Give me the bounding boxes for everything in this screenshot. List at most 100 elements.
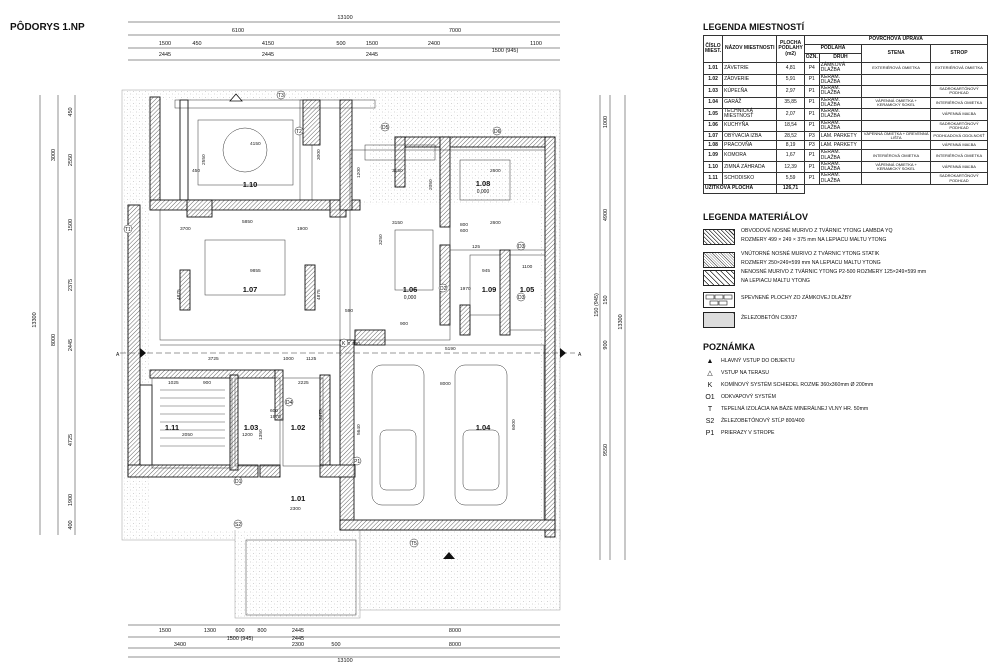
- room-label-1-01: 1.01: [291, 494, 306, 503]
- dim-top-12: 2445: [262, 52, 274, 58]
- idim-4: 3150: [392, 168, 403, 174]
- idim-24: 5640: [356, 424, 362, 435]
- dim-bot-9: 2300: [292, 642, 304, 648]
- dim-bot-7: 3400: [174, 642, 186, 648]
- idim-13: 5850: [242, 219, 253, 225]
- idim-15: 4875: [176, 289, 182, 300]
- room-wall: [861, 73, 932, 86]
- dim-right-4: 150 (945): [594, 293, 600, 317]
- room-area: 35,85: [776, 96, 805, 109]
- idim-21: 2475: [318, 409, 324, 420]
- room-code: P1: [803, 172, 820, 185]
- note-symbol-icon: △: [707, 370, 713, 377]
- dim-top-6: 500: [336, 41, 345, 47]
- room-code: P1: [803, 160, 820, 174]
- room-level-1-06: 0,000: [404, 295, 417, 301]
- dim-right-2: 4900: [603, 209, 609, 221]
- note-item: ▲HLAVNÝ VSTUP DO OBJEKTU: [703, 356, 795, 367]
- idim-22: 5190: [445, 346, 456, 352]
- note-symbol-icon: P1: [705, 430, 715, 437]
- note-symbol-icon: K: [707, 382, 713, 389]
- plan-title: PÔDORYS 1.NP: [10, 22, 85, 33]
- dimension-lines: [39, 21, 626, 658]
- rooms-legend-title: LEGENDA MIESTNOSTÍ: [703, 22, 805, 32]
- idim-5: 2050: [428, 179, 434, 190]
- material-line1: SPEVNENÉ PLOCHY ZO ZÁMKOVEJ DLAŽBY: [741, 295, 852, 301]
- section-mark-right: A: [578, 352, 582, 358]
- col-name: NÁZOV MIESTNOSTI: [722, 35, 778, 63]
- idim-2: 450: [192, 168, 200, 174]
- material-line1: OBVODOVÉ NOSNÉ MURIVO Z TVÁRNIC YTONG LA…: [741, 228, 893, 234]
- idim-19: 1000: [283, 356, 294, 362]
- room-num: 1.01: [702, 62, 724, 75]
- room-type: LAM. PARKETY: [818, 140, 863, 151]
- dim-right-3: 150: [603, 295, 609, 304]
- room-code: P4: [803, 62, 820, 75]
- dim-left-10: 400: [68, 520, 74, 529]
- mark-d5: D5: [382, 125, 389, 131]
- room-name: TECHNICKÁ MIESTNOSŤ: [722, 108, 778, 121]
- idim-7: 1200: [356, 167, 362, 178]
- idim-16: 4875: [316, 289, 322, 300]
- dim-right-6: 9550: [603, 444, 609, 456]
- dim-left-6: 2375: [68, 279, 74, 291]
- dim-bot-8: 1500 (945): [227, 636, 254, 642]
- note-symbol-icon: ▲: [706, 358, 714, 365]
- material-swatch: [703, 229, 735, 245]
- idim-14: 9855: [250, 268, 261, 274]
- mark-t5: T5: [411, 541, 417, 547]
- idim-25: 6000: [511, 419, 517, 430]
- section-arrow-left-icon: [140, 348, 146, 358]
- room-name: GARÁŽ: [722, 96, 778, 109]
- room-label-1-08: 1.08: [476, 179, 491, 188]
- note-item: O1 ODKVAPOVÝ SYSTÉM: [703, 392, 776, 403]
- room-wall: [861, 140, 932, 151]
- idim-12: 3250: [378, 234, 384, 245]
- material-swatch: [703, 292, 735, 308]
- mark-d3: D3: [518, 295, 525, 301]
- mark-k: K: [342, 341, 346, 347]
- room-ceiling: SADROKARTÓNOVÝ PODHĽAD: [930, 85, 988, 98]
- material-item: SPEVNENÉ PLOCHY ZO ZÁMKOVEJ DLAŽBY: [703, 289, 988, 311]
- idim-9: 2600: [490, 220, 501, 226]
- section-mark-left: A: [116, 352, 120, 358]
- dim-left-7: 2445: [68, 339, 74, 351]
- terrace-entrance-icon: [229, 93, 243, 102]
- room-code: P1: [803, 119, 820, 132]
- col-area: PLOCHA PODLAHY (m2): [776, 35, 805, 63]
- room-code: P1: [803, 149, 820, 162]
- note-text: ODKVAPOVÝ SYSTÉM: [721, 394, 776, 400]
- idim-1: 2550: [201, 154, 207, 165]
- idim-37: 125: [472, 244, 480, 250]
- interior-lines: [120, 99, 575, 616]
- dim-left-8: 4725: [68, 434, 74, 446]
- dim-top-9: 1500 (945): [492, 48, 519, 54]
- col-floor: PODLAHA: [803, 44, 863, 54]
- dim-right-5: 13300: [618, 314, 624, 329]
- idim-3: 3000: [316, 149, 322, 160]
- room-area: 2,07: [776, 108, 805, 121]
- dim-top-1: 6100: [232, 28, 244, 34]
- room-ceiling: VÁPENNÁ MAĽBA: [930, 140, 988, 151]
- idim-35: 800: [460, 222, 468, 228]
- room-ceiling: INTERIÉROVÁ OMIETKA: [930, 96, 988, 109]
- dim-right-1: 1000: [603, 116, 609, 128]
- col-wall: STENA: [861, 44, 932, 63]
- mark-t1: T1: [125, 227, 131, 233]
- rooms-legend-table: ČÍSLO MIEST. NÁZOV MIESTNOSTI PLOCHA POD…: [702, 35, 989, 194]
- note-symbol-icon: O1: [705, 394, 715, 401]
- dim-bot-3: 600: [235, 628, 244, 634]
- idim-40: 900: [400, 321, 408, 327]
- dim-left-5: 8000: [51, 334, 57, 346]
- room-label-1-03: 1.03: [244, 423, 259, 432]
- room-num: 1.05: [702, 108, 724, 121]
- idim-38: 1100: [522, 264, 533, 270]
- dim-left-3: 2550: [68, 154, 74, 166]
- mark-d4: D4: [286, 400, 293, 406]
- walls: [127, 96, 556, 538]
- room-type: KERAM. DLAŽBA: [818, 172, 863, 185]
